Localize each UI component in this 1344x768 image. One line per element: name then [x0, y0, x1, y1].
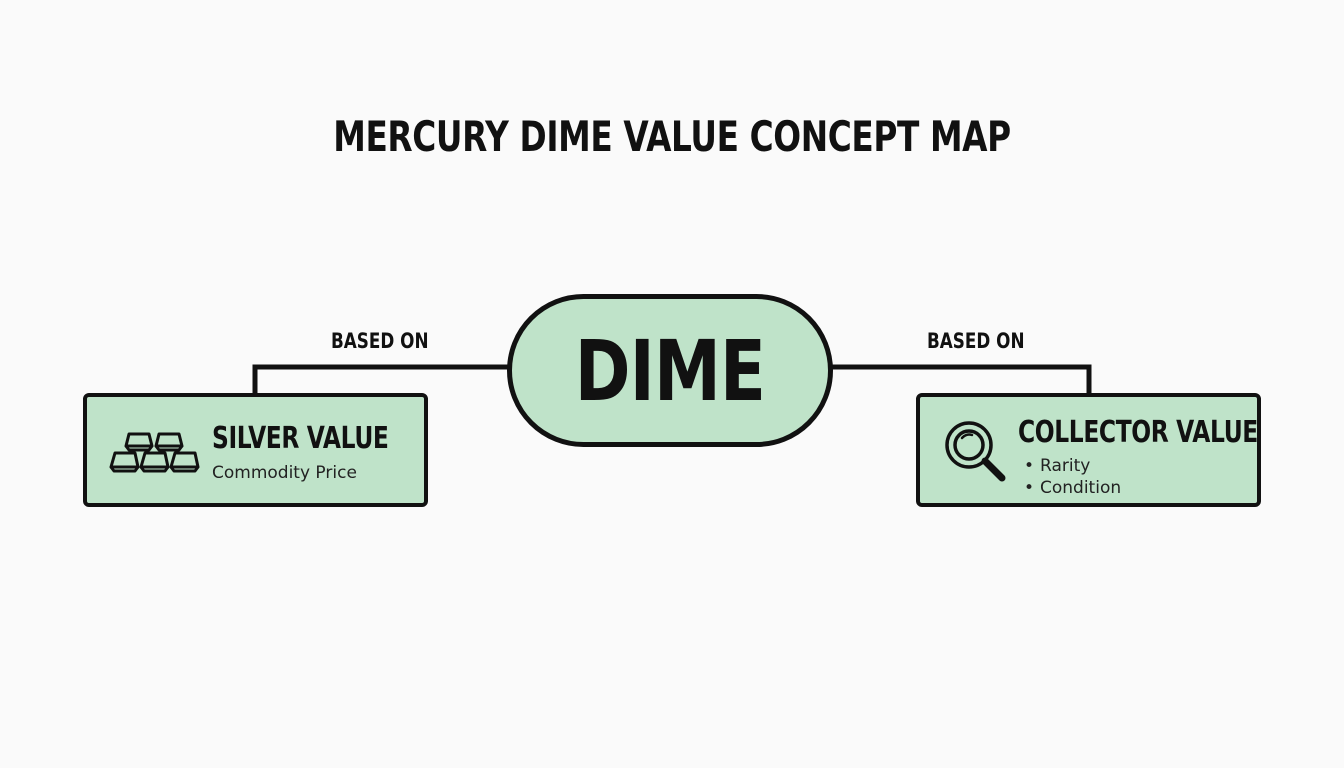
- node-subtitle-silver: Commodity Price: [212, 463, 357, 483]
- list-item: Condition: [1024, 477, 1121, 499]
- node-silver-value: SILVER VALUE Commodity Price: [83, 393, 428, 507]
- edge-label-collector: BASED ON: [927, 329, 1025, 353]
- connector-right: [831, 364, 1092, 395]
- center-node-dime: DIME: [507, 294, 833, 447]
- node-collector-value: COLLECTOR VALUE Rarity Condition: [916, 393, 1261, 507]
- magnifier-icon: [942, 418, 1010, 486]
- page-title: MERCURY DIME VALUE CONCEPT MAP: [333, 112, 1011, 161]
- connector-left: [252, 364, 509, 395]
- edge-label-silver: BASED ON: [331, 329, 429, 353]
- collector-factor-list: Rarity Condition: [1024, 455, 1121, 499]
- center-node-label: DIME: [574, 321, 766, 420]
- silver-bars-icon: [107, 431, 207, 475]
- node-title-silver: SILVER VALUE: [212, 421, 389, 456]
- list-item: Rarity: [1024, 455, 1121, 477]
- node-title-collector: COLLECTOR VALUE: [1018, 415, 1258, 450]
